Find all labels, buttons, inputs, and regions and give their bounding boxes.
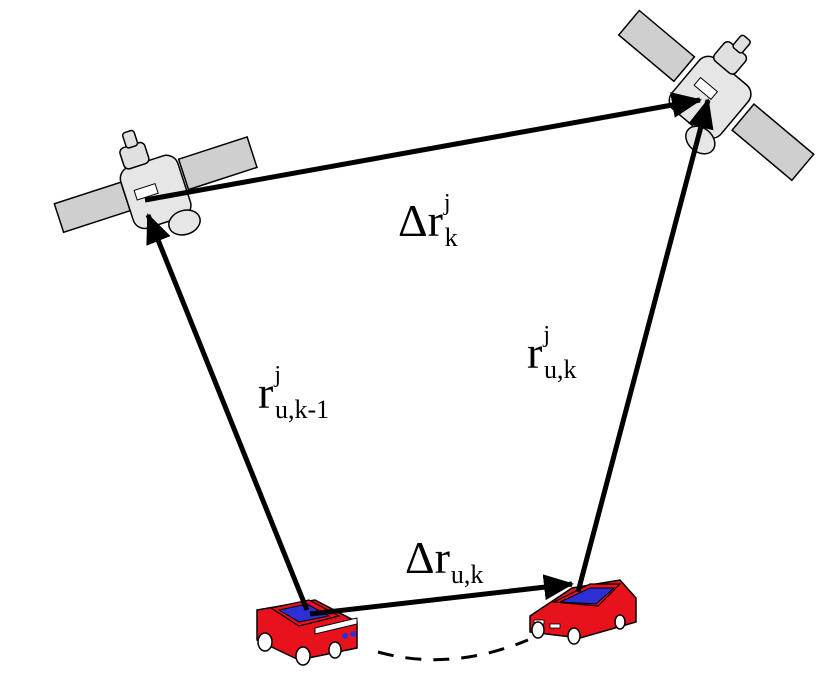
label-sub: u,k [544,355,577,384]
satellite-icon [53,129,258,236]
arrow-car1-to-sat1 [145,213,310,611]
label-r-u-k: rj u,k [527,323,577,383]
label-base: Δr [398,195,443,246]
arrow-car2-to-sat2 [575,98,714,593]
label-sub: u,k-1 [275,395,330,424]
label-sup: j [543,322,550,348]
label-base: Δr [405,532,450,583]
label-r-u-k-minus-1: rj u,k-1 [258,363,329,423]
trajectory-dashed-curve [377,638,529,662]
arrow-car1-to-car2 [309,574,574,617]
car-icon [529,579,637,645]
satellite-icon [617,9,815,182]
car-icon [256,599,358,666]
label-sub: k [444,223,458,252]
arrow-sat1-to-sat2 [144,92,702,203]
label-sub: u,k [450,560,484,589]
label-delta-r-user: Δru,k [405,532,483,588]
label-sup: j [274,362,281,388]
label-base: r [527,327,543,378]
label-sup: j [443,190,451,216]
label-delta-r-sat: Δrjk [398,191,458,251]
label-base: r [258,367,274,418]
